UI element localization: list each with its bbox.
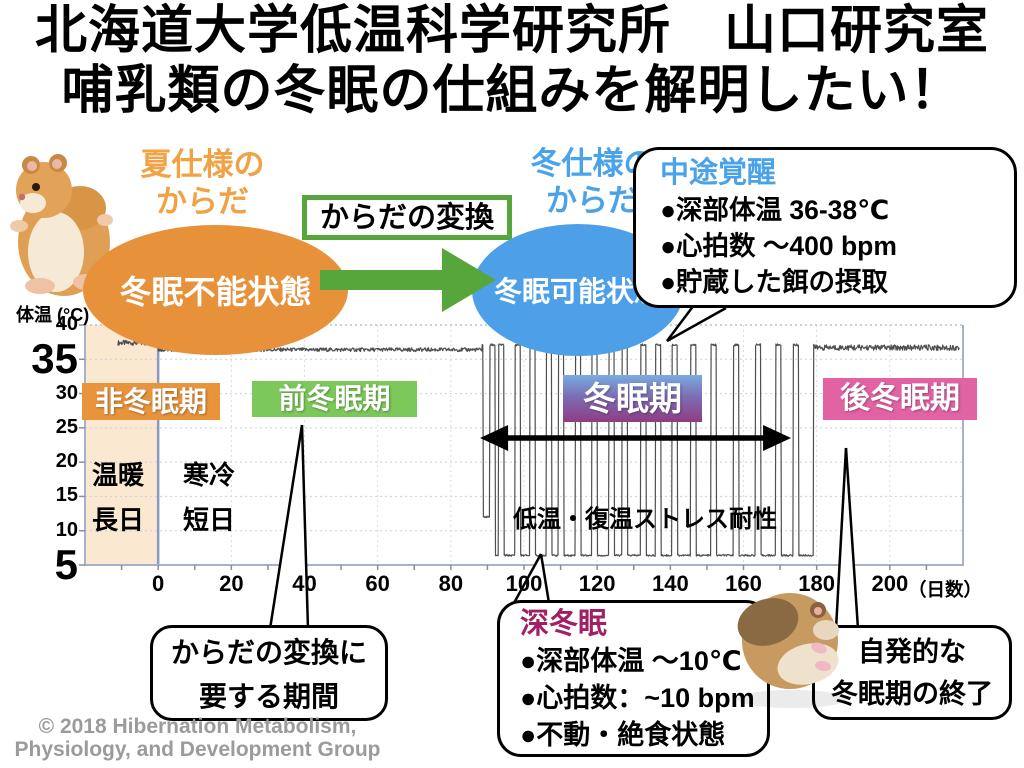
conversion-period-callout: からだの変換に 要する期間 [150,625,388,721]
x-tick-label: 180 [798,571,836,596]
x-tick-label: 80 [438,571,464,596]
copyright-notice: © 2018 Hibernation Metabolism, Physiolog… [5,715,390,761]
conversion-arrow-icon [320,248,496,312]
x-tick-label: 40 [292,571,317,596]
summer-body-label-line1: 夏仕様の [140,147,265,182]
phase-badge-post-hibernation: 後冬眠期 [823,378,977,420]
spontaneous-end-callout: 自発的な 冬眠期の終了 [812,625,1012,720]
y-axis-label: 体温 (°C) [16,305,90,325]
copyright-line1: © 2018 Hibernation Metabolism, [38,715,357,738]
arousal-bullet-heart-rate: ●心拍数 〜400 bpm [660,231,897,261]
page-title: 北海道大学低温科学研究所 山口研究室 [34,2,989,60]
y-tick-label: 5 [54,541,78,588]
x-tick-label: 120 [578,571,616,596]
body-conversion-box: からだの変換 [302,195,512,240]
deep-bullet-immobile: ●不動・絶食状態 [520,720,726,750]
interbout-arousal-callout: 中途覚醒 ●深部体温 36-38℃ ●心拍数 〜400 bpm ●貯蔵した餌の摂… [633,147,1017,308]
conversion-period-line2: 要する期間 [198,681,339,712]
hamster-standing-photo [10,154,113,296]
conversion-period-line1: からだの変換に [170,637,367,668]
y-tick-label: 25 [55,415,78,438]
env-label-warm: 温暖 [92,460,145,490]
x-tick-label: 100 [505,571,543,596]
env-label-short-day: 短日 [183,505,236,535]
env-label-cold: 寒冷 [183,460,236,490]
interbout-arousal-title: 中途覚醒 [660,157,777,189]
arousal-bullet-food-intake: ●貯蔵した餌の摂取 [660,267,889,297]
x-axis-label: （日数） [908,579,983,600]
x-tick-label: 20 [219,571,244,596]
y-tick-label: 35 [31,335,78,383]
x-tick-label: 200 [871,571,909,596]
deep-bullet-body-temp: ●深部体温 〜10℃ [520,646,742,676]
deep-hibernation-title: 深冬眠 [520,608,608,640]
arousal-bullet-body-temp: ●深部体温 36-38℃ [660,195,890,225]
x-tick-label: 160 [725,571,762,596]
env-label-long-day: 長日 [92,505,145,535]
stress-tolerance-label: 低温・復温ストレス耐性 [513,506,777,533]
spontaneous-end-line1: 自発的な [858,637,966,667]
y-tick-label: 30 [55,381,78,404]
y-tick-label: 15 [55,484,78,507]
deep-hibernation-callout: 深冬眠 ●深部体温 〜10℃ ●心拍数：~10 bpm ●不動・絶食状態 [497,600,770,757]
y-tick-label: 20 [55,450,78,473]
deep-bullet-heart-rate: ●心拍数：~10 bpm [520,683,755,713]
x-tick-label: 60 [365,571,390,596]
x-tick-label: 140 [651,571,689,596]
hibernation-incapable-label: 冬眠不能状態 [119,274,312,310]
summer-body-label-line2: からだ [156,184,249,219]
summer-body-label: 夏仕様の からだ [125,146,280,220]
page-subtitle: 哺乳類の冬眠の仕組みを解明したい！ [61,62,963,120]
copyright-line2: Physiology, and Development Group [14,738,381,761]
hamster-curled-hibernating-photo [737,593,847,708]
phase-badge-hibernation: 冬眠期 [563,375,702,422]
phase-badge-non-hibernation: 非冬眠期 [82,383,220,420]
y-tick-label: 40 [55,313,78,335]
y-tick-label: 10 [55,518,78,541]
phase-badge-pre-hibernation: 前冬眠期 [252,381,417,417]
hibernation-incapable-ellipse: 冬眠不能状態 [83,225,348,355]
spontaneous-end-line2: 冬眠期の終了 [831,679,993,709]
x-tick-label: 0 [152,571,165,596]
winter-body-label-line2: からだ [546,183,639,218]
